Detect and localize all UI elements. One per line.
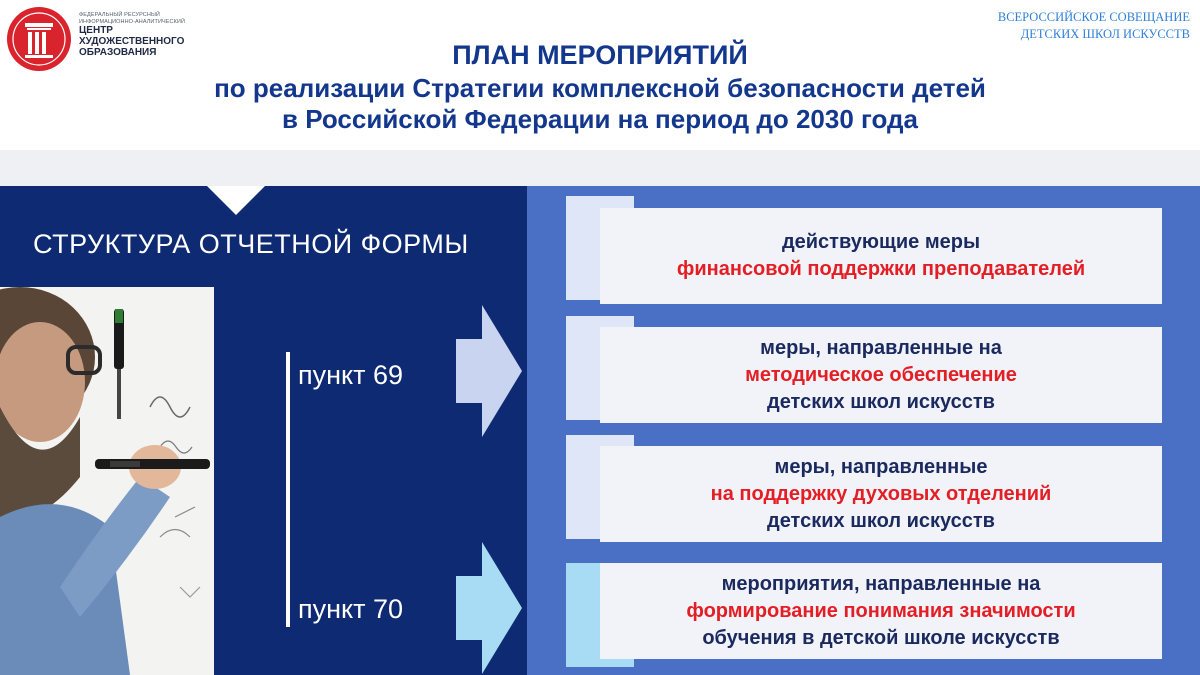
slide-subtitle-line: по реализации Стратегии комплексной безо… [214,73,986,103]
panel-notch [207,186,265,215]
measure-card-wind-departments: меры, направленные на поддержку духовых … [600,446,1162,542]
logo-small-line: информационно-аналитический [79,18,186,25]
card-highlight-text: методическое обеспечение [745,363,1017,386]
measure-card-education-value: мероприятия, направленные на формировани… [600,563,1162,659]
slide-header [0,0,1200,186]
column-emblem-icon [7,7,71,71]
card-text-line: детских школ искусств [767,509,995,532]
logo-small-line: Федеральный ресурсный [79,12,160,18]
logo-name-line: образования [79,47,157,58]
slide-subtitle-line: в Российской Федерации на период до 2030… [281,104,919,134]
logo-name-line: Центр [79,25,113,36]
event-name: Всероссийское совещание детских школ иск… [930,9,1190,43]
event-name-line: Всероссийское совещание [997,10,1190,24]
header-divider-band [0,150,1200,186]
point-69-label: пункт 69 [298,360,404,390]
card-text-line: детских школ искусств [767,390,995,413]
card-text-line: мероприятия, направленные на [721,572,1041,595]
arrow-right-icon [456,305,522,437]
card-highlight-text: финансовой поддержки преподавателей [676,258,1086,280]
photo-man-writing [0,287,214,675]
card-highlight-text: на поддержку духовых отделений [710,482,1052,505]
slide-title: ПЛАН МЕРОПРИЯТИЙ [452,40,748,70]
section-title: СТРУКТУРА ОТЧЕТНОЙ ФОРМЫ [33,229,469,259]
point-70-label: пункт 70 [298,594,404,624]
card-text-line: меры, направленные на [760,336,1002,359]
points-divider-line [286,352,290,627]
card-highlight-text: формирование понимания значимости [686,599,1076,622]
logo-name-line: художественного [79,36,185,47]
card-text-line: меры, направленные [774,455,988,478]
arrow-right-icon [456,542,522,674]
card-text-line: обучения в детской школе искусств [702,626,1060,649]
logo-caption: Федеральный ресурсный информационно-анал… [79,12,229,58]
card-text-line: действующие меры [781,231,981,253]
event-name-line: детских школ искусств [1020,27,1190,41]
measure-card-financial-support: действующие меры финансовой поддержки пр… [600,208,1162,304]
measure-card-methodical-support: меры, направленные на методическое обесп… [600,327,1162,423]
